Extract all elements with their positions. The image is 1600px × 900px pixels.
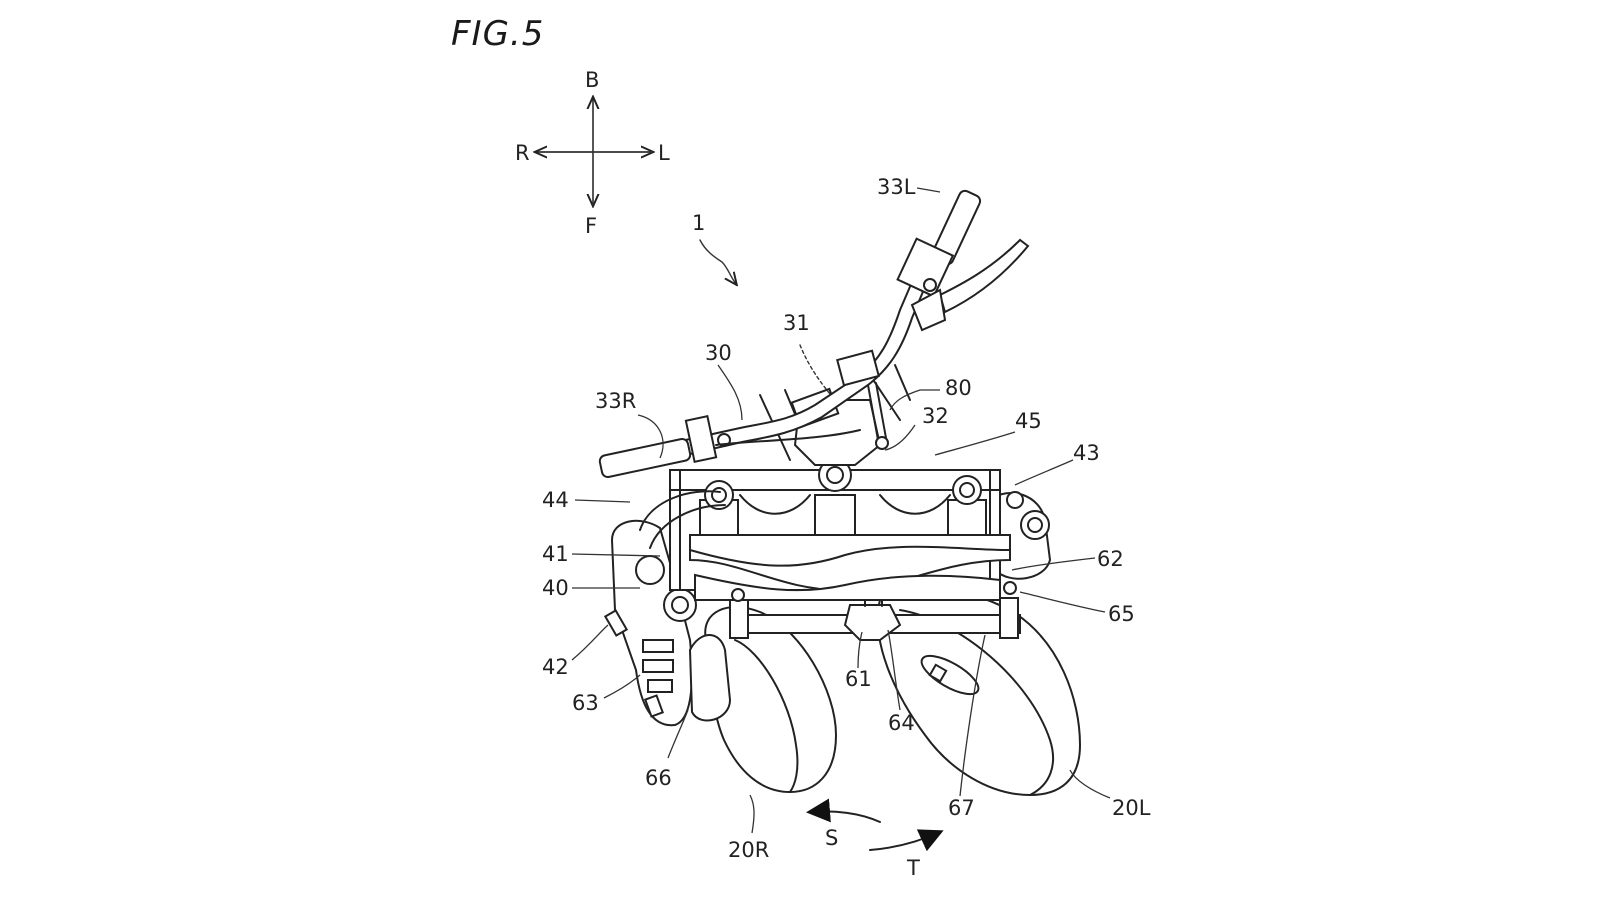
compass-label-back: B [585, 68, 599, 92]
leader-63 [603, 674, 641, 699]
right-suspension [603, 519, 732, 727]
leader-41 [571, 553, 661, 557]
leader-33R [637, 414, 664, 459]
label-44: 44 [542, 488, 569, 512]
direction-arrow-s [806, 798, 881, 823]
label-64: 64 [888, 711, 915, 735]
leader-43 [1014, 459, 1074, 486]
label-65: 65 [1108, 602, 1135, 626]
leader-66 [667, 709, 689, 759]
leader-44 [574, 499, 631, 503]
leader-33L [916, 187, 941, 193]
leader-65 [1019, 591, 1106, 613]
compass-label-left: L [658, 141, 670, 165]
label-67: 67 [948, 796, 975, 820]
label-66: 66 [645, 766, 672, 790]
direction-arrow-t [869, 829, 944, 852]
label-43: 43 [1073, 441, 1100, 465]
label-30: 30 [705, 341, 732, 365]
leader-32 [884, 424, 916, 451]
handlebar [598, 189, 1030, 478]
label-63: 63 [572, 691, 599, 715]
reference-arrow [699, 239, 736, 284]
label-32: 32 [922, 404, 949, 428]
label-40: 40 [542, 576, 569, 600]
leader-45 [934, 431, 1016, 456]
label-41: 41 [542, 542, 569, 566]
leader-61 [857, 631, 863, 669]
leader-42 [571, 624, 609, 661]
compass: B F R L [515, 68, 670, 238]
compass-label-right: R [515, 141, 530, 165]
leader-64 [887, 629, 901, 711]
label-62: 62 [1097, 547, 1124, 571]
upper-frame [669, 458, 1017, 602]
label-T: T [906, 856, 920, 880]
label-20R: 20R [728, 838, 769, 862]
label-42: 42 [542, 655, 569, 679]
label-45: 45 [1015, 409, 1042, 433]
label-31: 31 [783, 311, 810, 335]
wheel-right-20R [704, 606, 838, 794]
label-33R: 33R [595, 389, 636, 413]
leader-62 [1011, 557, 1096, 571]
leader-20R [749, 794, 755, 834]
leader-80 [889, 389, 940, 411]
label-20L: 20L [1112, 796, 1151, 820]
label-33L: 33L [877, 175, 916, 199]
reference-number-label: 1 [692, 211, 705, 235]
lower-cross-member [729, 589, 1021, 641]
figure-title: FIG.5 [451, 14, 545, 54]
leader-30 [717, 364, 743, 421]
leader-67 [959, 634, 986, 797]
label-61: 61 [845, 667, 872, 691]
label-S: S [825, 826, 838, 850]
compass-label-front: F [585, 214, 597, 238]
label-80: 80 [945, 376, 972, 400]
leader-20L [1069, 769, 1111, 799]
